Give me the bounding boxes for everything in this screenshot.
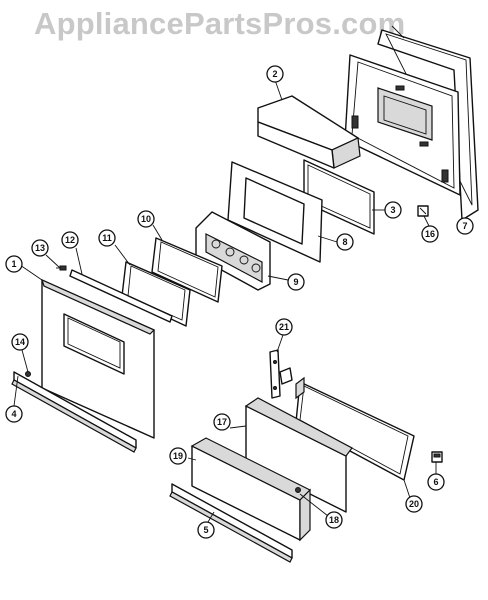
- callout-9: 9: [287, 273, 305, 291]
- glass-pane-right: [303, 159, 375, 235]
- svg-text:1: 1: [11, 259, 16, 269]
- svg-text:4: 4: [11, 409, 16, 419]
- callout-2: 2: [266, 65, 284, 83]
- glass-panel-middle: [151, 237, 223, 303]
- watermark-text: AppliancePartsPros.com: [34, 6, 406, 41]
- trim-strip: [69, 269, 173, 323]
- small-clip: [431, 451, 443, 463]
- callout-14: 14: [11, 333, 29, 351]
- svg-text:18: 18: [329, 515, 339, 525]
- svg-text:14: 14: [15, 337, 25, 347]
- svg-text:19: 19: [173, 451, 183, 461]
- callout-20: 20: [405, 495, 423, 513]
- small-screw: [25, 371, 31, 377]
- callout-3: 3: [384, 201, 402, 219]
- callout-6: 6: [427, 473, 445, 491]
- callout-5: 5: [197, 521, 215, 539]
- drawer-screw: [295, 487, 301, 493]
- hinge-bracket: [269, 349, 293, 399]
- callout-12: 12: [61, 231, 79, 249]
- svg-text:6: 6: [433, 477, 438, 487]
- callout-10: 10: [137, 210, 155, 228]
- drawer-panel: [244, 397, 353, 513]
- svg-text:7: 7: [462, 221, 467, 231]
- clip-part: [417, 205, 429, 217]
- window-frame: [227, 161, 323, 263]
- callout-21: 21: [275, 318, 293, 336]
- callout-17: 17: [213, 413, 231, 431]
- svg-text:13: 13: [35, 243, 45, 253]
- svg-text:3: 3: [390, 205, 395, 215]
- callout-4: 4: [5, 405, 23, 423]
- screw: [56, 265, 67, 271]
- svg-text:11: 11: [102, 233, 112, 243]
- svg-text:17: 17: [217, 417, 227, 427]
- callout-16: 16: [421, 225, 439, 243]
- callout-13: 13: [31, 239, 49, 257]
- top-trim-bar: [257, 95, 361, 169]
- svg-text:9: 9: [293, 277, 298, 287]
- svg-text:8: 8: [342, 237, 347, 247]
- svg-text:2: 2: [272, 69, 277, 79]
- svg-text:5: 5: [203, 525, 208, 535]
- callout-19: 19: [169, 447, 187, 465]
- svg-text:10: 10: [141, 214, 151, 224]
- callout-1: 1: [5, 255, 23, 273]
- outer-door-panel: [40, 278, 156, 439]
- leader-lines: [13, 25, 469, 523]
- callout-7: 7: [456, 217, 474, 235]
- svg-text:16: 16: [425, 229, 435, 239]
- window-gasket: [121, 261, 191, 327]
- callout-18: 18: [325, 511, 343, 529]
- drawer-front: [190, 437, 312, 542]
- bottom-trim-bar-left: [11, 371, 137, 453]
- svg-text:12: 12: [65, 235, 75, 245]
- svg-text:21: 21: [279, 322, 289, 332]
- bottom-trim-bar: [169, 483, 293, 563]
- svg-text:20: 20: [409, 499, 419, 509]
- callout-8: 8: [336, 233, 354, 251]
- callout-11: 11: [98, 229, 116, 247]
- door-inner-panel: [344, 54, 461, 196]
